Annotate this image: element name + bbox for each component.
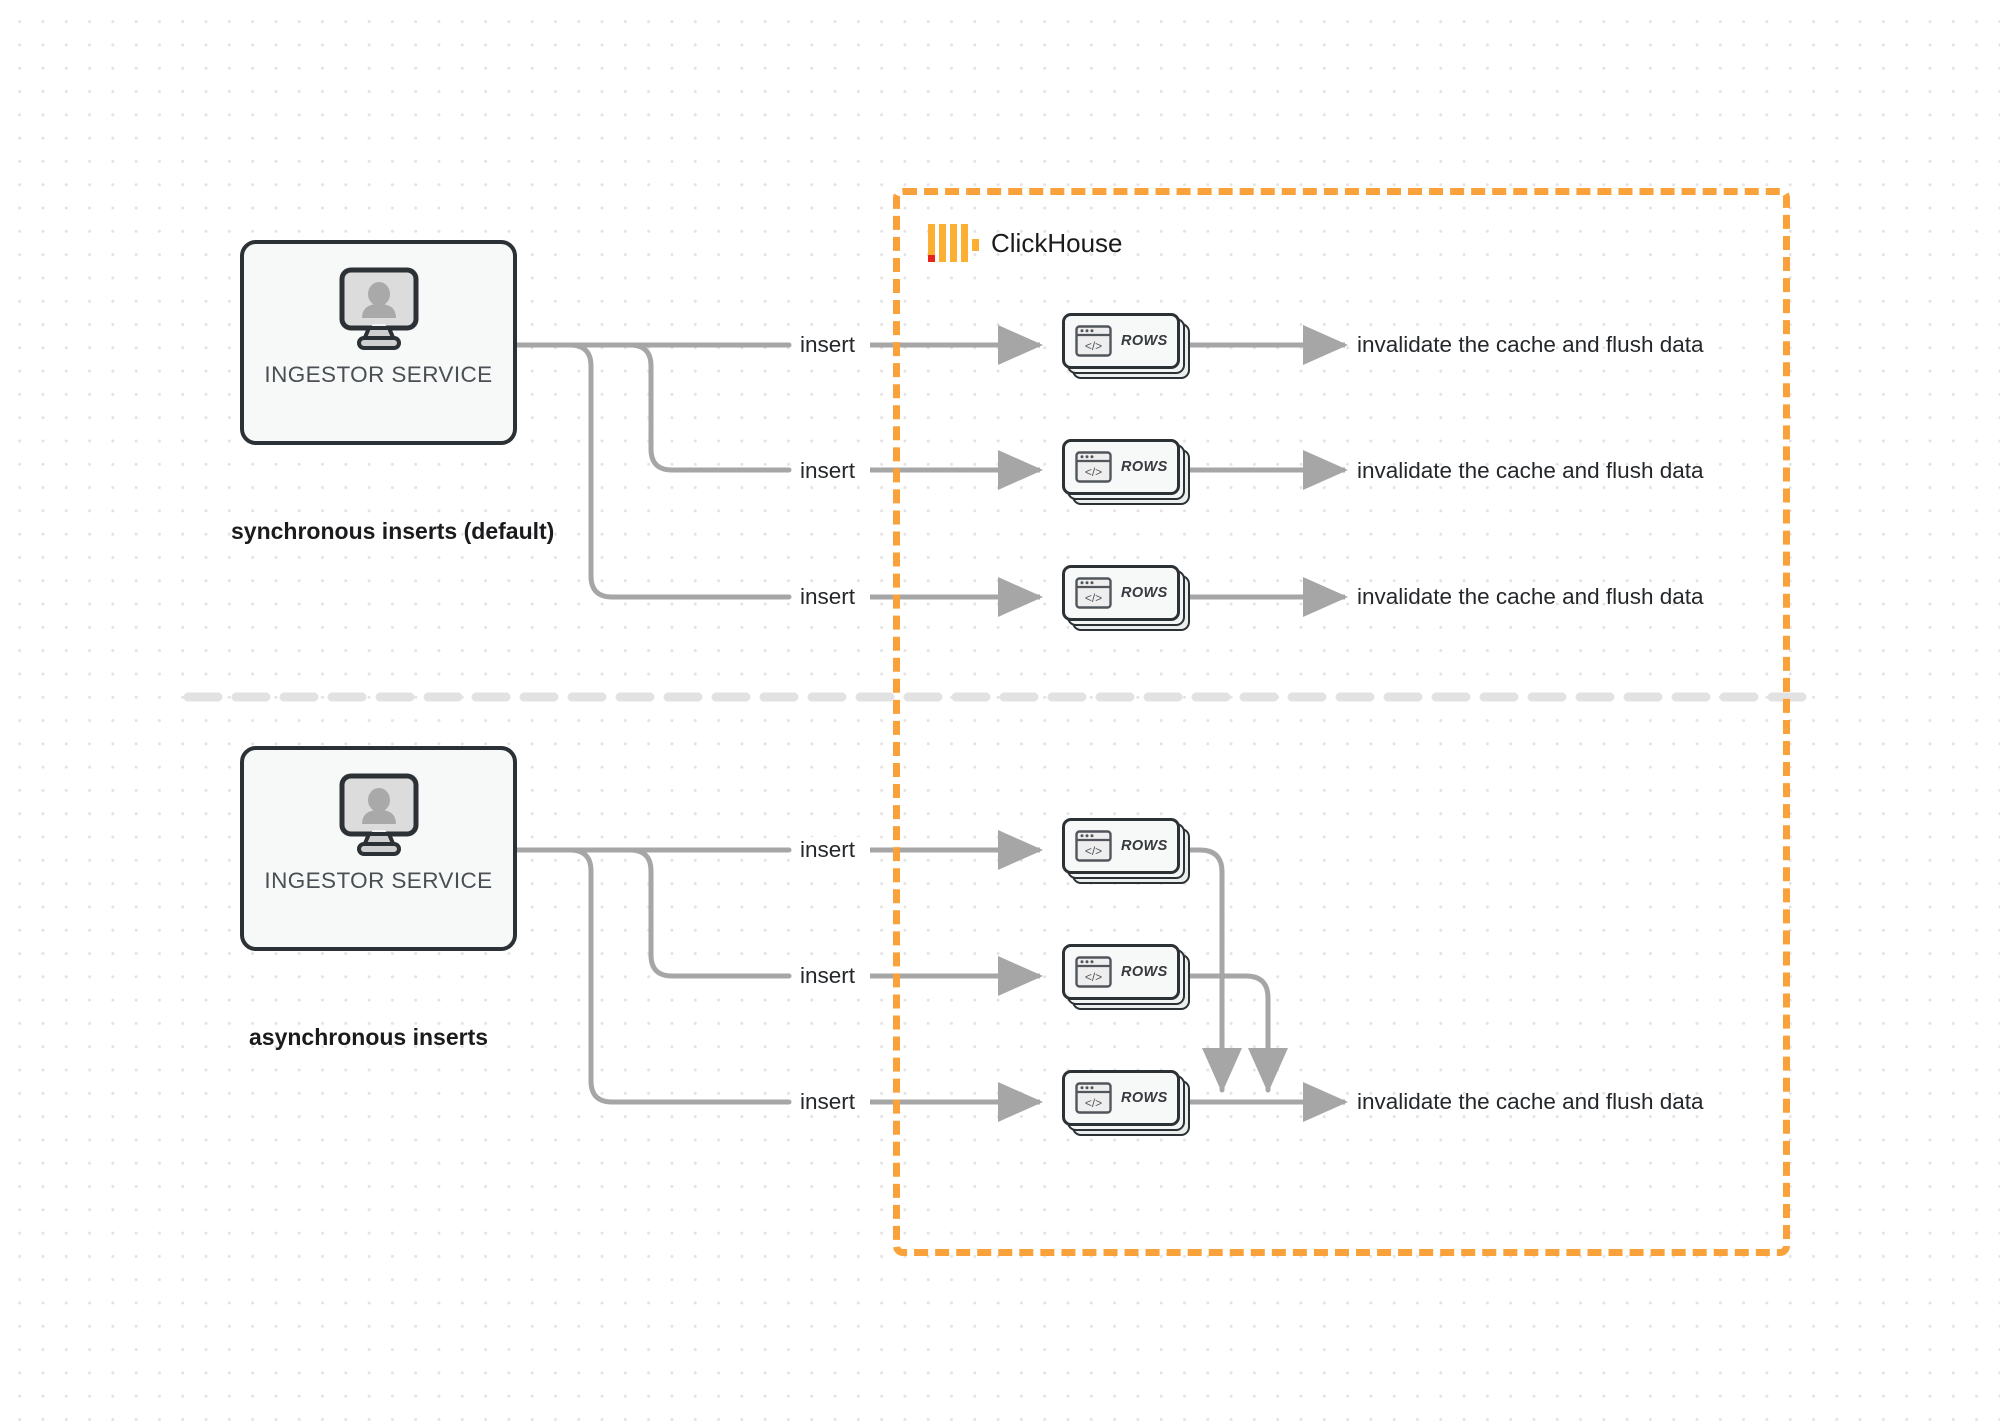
- edge-label-async-insert-1: insert: [792, 837, 864, 863]
- svg-text:</>: </>: [1085, 1096, 1102, 1110]
- code-window-icon: </>: [1075, 956, 1112, 988]
- edge-sync-2-stem: [557, 342, 792, 473]
- edge-label-async-insert-2: insert: [792, 963, 864, 989]
- ingestor-service-node-sync[interactable]: INGESTOR SERVICE: [240, 240, 517, 445]
- edge-label-async-insert-3: insert: [792, 1089, 864, 1115]
- code-window-icon: </>: [1075, 325, 1112, 357]
- rows-node-async-3[interactable]: </> ROWS: [1062, 1070, 1190, 1136]
- rows-front: </> ROWS: [1062, 818, 1180, 874]
- edge-sync-3-stem: [557, 342, 792, 600]
- rows-front: </> ROWS: [1062, 944, 1180, 1000]
- code-window-icon: </>: [1075, 451, 1112, 483]
- rows-front: </> ROWS: [1062, 1070, 1180, 1126]
- section-caption-async: asynchronous inserts: [249, 1024, 489, 1050]
- rows-label: ROWS: [1121, 1090, 1168, 1106]
- clickhouse-brand: ClickHouse: [928, 224, 1123, 262]
- section-caption-sync: synchronous inserts (default): [231, 518, 555, 544]
- result-label-sync-2: invalidate the cache and flush data: [1357, 458, 1704, 483]
- rows-front: </> ROWS: [1062, 565, 1180, 621]
- monitor-user-icon: [339, 267, 418, 350]
- result-label-sync-3: invalidate the cache and flush data: [1357, 584, 1704, 609]
- rows-label: ROWS: [1121, 459, 1168, 475]
- rows-node-sync-3[interactable]: </> ROWS: [1062, 565, 1190, 631]
- rows-front: </> ROWS: [1062, 313, 1180, 369]
- edge-label-sync-insert-2: insert: [792, 458, 864, 484]
- code-window-icon: </>: [1075, 577, 1112, 609]
- rows-front: </> ROWS: [1062, 439, 1180, 495]
- code-window-icon: </>: [1075, 830, 1112, 862]
- code-window-icon: </>: [1075, 1082, 1112, 1114]
- rows-label: ROWS: [1121, 585, 1168, 601]
- rows-label: ROWS: [1121, 964, 1168, 980]
- rows-node-async-2[interactable]: </> ROWS: [1062, 944, 1190, 1010]
- ingestor-service-label: INGESTOR SERVICE: [264, 868, 493, 893]
- rows-node-sync-2[interactable]: </> ROWS: [1062, 439, 1190, 505]
- edge-label-sync-insert-1: insert: [792, 332, 864, 358]
- rows-label: ROWS: [1121, 333, 1168, 349]
- svg-text:</>: </>: [1085, 844, 1102, 858]
- result-label-sync-1: invalidate the cache and flush data: [1357, 332, 1704, 357]
- svg-text:</>: </>: [1085, 591, 1102, 605]
- edge-label-sync-insert-3: insert: [792, 584, 864, 610]
- clickhouse-boundary: [893, 188, 1790, 1256]
- clickhouse-logo-icon: [928, 224, 979, 262]
- result-label-async-merged: invalidate the cache and flush data: [1357, 1089, 1704, 1114]
- rows-node-async-1[interactable]: </> ROWS: [1062, 818, 1190, 884]
- svg-text:</>: </>: [1085, 970, 1102, 984]
- svg-text:</>: </>: [1085, 339, 1102, 353]
- clickhouse-label: ClickHouse: [991, 227, 1123, 258]
- rows-node-sync-1[interactable]: </> ROWS: [1062, 313, 1190, 379]
- edge-async-2-stem: [557, 847, 792, 979]
- rows-label: ROWS: [1121, 838, 1168, 854]
- ingestor-service-label: INGESTOR SERVICE: [264, 362, 493, 387]
- ingestor-service-node-async[interactable]: INGESTOR SERVICE: [240, 746, 517, 951]
- edge-async-3-stem: [557, 847, 792, 1105]
- svg-text:</>: </>: [1085, 465, 1102, 479]
- monitor-user-icon: [339, 773, 418, 856]
